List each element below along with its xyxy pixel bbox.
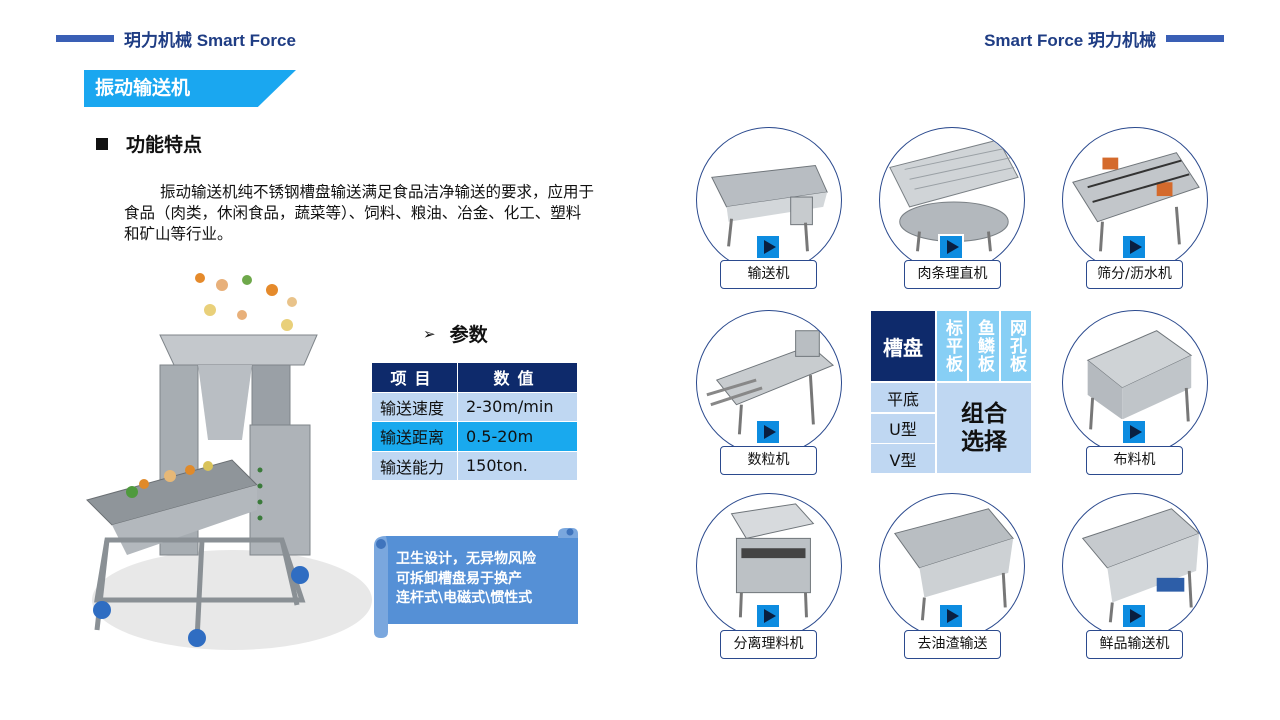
combo-line: 组合 [961,401,1007,427]
header-right-title: Smart Force 玥力机械 [984,31,1156,50]
notes-scroll-graphic [372,520,578,638]
play-video-icon[interactable] [755,603,781,629]
product-label-screening-dewatering[interactable]: 筛分/沥水机 [1086,260,1183,289]
play-video-icon[interactable] [755,234,781,260]
product-label-fresh-conveyor[interactable]: 鲜品输送机 [1086,630,1183,659]
play-video-icon[interactable] [1121,419,1147,445]
play-video-icon[interactable] [1121,234,1147,260]
table-row: 输送距离 0.5-20m [371,421,578,452]
param-item: 输送距离 [371,421,458,452]
header-right-bar [1166,35,1224,42]
play-video-icon[interactable] [938,603,964,629]
params-heading: ➢ 参数 [423,320,488,347]
tray-type-mesh-plate: 网孔板 [1001,311,1031,381]
param-item: 输送速度 [371,391,458,422]
params-header-item: 项目 [371,362,458,393]
header-left-bar [56,35,114,42]
params-heading-text: 参数 [449,324,488,346]
notes-list: 卫生设计，无异物风险 可拆卸槽盘易于换产 连杆式\电磁式\惯性式 [396,550,576,609]
bullet-square-icon [96,137,108,150]
tray-type-flat-plate: 标平板 [937,311,967,381]
params-header-value: 数值 [457,362,578,393]
param-value: 0.5-20m [457,421,578,452]
product-label-counting-machine[interactable]: 数粒机 [720,446,817,475]
arrow-right-icon: ➢ [423,324,436,343]
header-left: 玥力机械 Smart Force [56,26,296,51]
feature-heading-text: 功能特点 [126,134,203,156]
play-video-icon[interactable] [755,419,781,445]
param-value: 150ton. [457,450,578,481]
machine-illustration [82,270,382,670]
tray-shape-u: U型 [871,413,935,443]
table-row: 输送能力 150ton. [371,450,578,481]
product-image-screening-dewatering[interactable] [1062,127,1208,273]
param-item: 输送能力 [371,450,458,481]
product-label-conveyor[interactable]: 输送机 [720,260,817,289]
tray-options-grid: 槽盘 标平板 鱼鳞板 网孔板 平底 U型 V型 组合 选择 [871,311,1031,473]
page-title: 振动输送机 [84,70,296,107]
product-image-meat-strip-aligner[interactable] [879,127,1025,273]
feature-heading: 功能特点 [96,130,202,157]
note-line: 可拆卸槽盘易于换产 [396,570,522,587]
note-line: 卫生设计，无异物风险 [396,551,536,567]
product-label-distributor[interactable]: 布料机 [1086,446,1183,475]
tray-combo-selection: 组合 选择 [937,383,1031,473]
product-label-oil-residue-conveyor[interactable]: 去油渣输送 [904,630,1001,659]
product-image-oil-residue-conveyor[interactable] [879,493,1025,639]
tray-shape-v: V型 [871,444,935,473]
product-label-separation-sorter[interactable]: 分离理料机 [720,630,817,659]
header-right: Smart Force 玥力机械 [984,26,1224,51]
header-left-title: 玥力机械 Smart Force [124,31,296,50]
play-video-icon[interactable] [938,234,964,260]
tray-main-label: 槽盘 [871,311,935,381]
note-line: 连杆式\电磁式\惯性式 [396,590,533,606]
combo-line: 选择 [961,429,1007,455]
tray-type-fish-scale-plate: 鱼鳞板 [969,311,999,381]
table-row: 输送速度 2-30m/min [371,391,578,422]
params-table: 项目 数值 输送速度 2-30m/min 输送距离 0.5-20m 输送能力 1… [371,362,578,481]
feature-description: 振动输送机纯不锈钢槽盘输送满足食品洁净输送的要求，应用于食品（肉类，休闲食品，蔬… [124,183,595,243]
tray-shape-flat: 平底 [871,383,935,412]
product-label-meat-strip-aligner[interactable]: 肉条理直机 [904,260,1001,289]
param-value: 2-30m/min [457,391,578,422]
play-video-icon[interactable] [1121,603,1147,629]
